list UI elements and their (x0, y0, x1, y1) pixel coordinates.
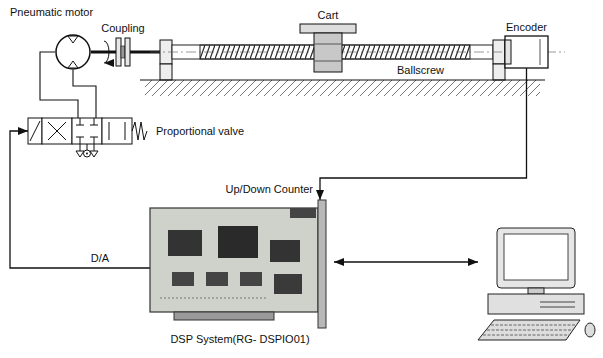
air-line (73, 70, 96, 118)
flow-path (109, 122, 110, 140)
encoder-body (505, 36, 548, 68)
pneumatic-motor-outline (55, 34, 91, 70)
monitor (497, 228, 575, 288)
blocked-port (90, 125, 98, 126)
blocked-port (80, 118, 81, 125)
bearing-post (493, 64, 505, 80)
key-row (491, 325, 576, 326)
cart-nut (314, 33, 342, 72)
flow-path (48, 122, 66, 140)
node-label: Proportional valve (156, 125, 244, 138)
cart-outline (300, 24, 356, 72)
chip (168, 230, 202, 256)
chip (270, 240, 300, 262)
solenoid-arrow (30, 121, 40, 141)
part-label: Coupling (99, 22, 146, 35)
bearing-post (160, 64, 172, 80)
exhaust-symbol (90, 151, 98, 157)
node-label: Cart (318, 9, 339, 22)
chip (172, 272, 194, 286)
cart-plate (300, 24, 356, 33)
header-connector (290, 208, 316, 218)
ground-hatch (145, 80, 540, 96)
valve-spool (42, 118, 72, 144)
dsp-board-outline (150, 200, 330, 330)
signal-label: D/A (89, 252, 111, 265)
motor-body (56, 35, 90, 69)
flow-triangle (68, 61, 78, 68)
ground-line (140, 79, 545, 80)
motor-shaft (91, 51, 116, 54)
monitor-stand (528, 288, 544, 294)
blocked-port (76, 125, 84, 126)
proportional-valve: Proportional valve (28, 118, 148, 144)
computer-case (488, 294, 584, 314)
solenoid (28, 118, 42, 144)
node-label: DSP System(RG- DSPIO01) (170, 333, 309, 346)
cart-detail (314, 61, 342, 62)
signal-line (320, 68, 527, 200)
monitor-screen (504, 234, 568, 280)
bracket (318, 200, 326, 328)
blocked-port (94, 137, 95, 144)
drive-slot (540, 307, 575, 308)
flow-path (48, 122, 66, 140)
node-label: Encoder (506, 21, 547, 34)
blocked-port (90, 137, 98, 138)
node-label: Pneumatic motor (10, 6, 93, 19)
rotation-arrow (104, 41, 109, 63)
keyboard (478, 320, 580, 340)
valve-spool (72, 118, 102, 144)
cart-detail (314, 44, 342, 45)
signal-label: Up/Down Counter (224, 183, 315, 196)
signal-line (10, 131, 150, 268)
blocked-port (80, 137, 81, 144)
chip (206, 272, 228, 286)
encoder-detail (540, 39, 541, 65)
spring (132, 122, 147, 140)
serial-link (334, 261, 478, 262)
part-label: Ballscrew (395, 64, 446, 77)
proportional-valve-outline (28, 118, 148, 144)
blocked-port (94, 118, 95, 125)
mouse (585, 323, 595, 337)
exhaust-symbol (76, 151, 84, 157)
coupling-flange (125, 38, 130, 66)
chip (274, 274, 302, 294)
chip (218, 226, 258, 258)
pcb (150, 208, 318, 312)
pneumatic-motor: Pneumatic motor (55, 34, 91, 70)
exhaust-port (94, 144, 95, 151)
flow-path (125, 122, 126, 140)
encoder-outline (505, 36, 548, 68)
valve-spool (102, 118, 132, 144)
drive-slot (540, 302, 575, 303)
supply-dot (86, 153, 88, 155)
supply-port (87, 144, 88, 150)
blocked-port (76, 137, 84, 138)
encoder-flange (505, 40, 511, 64)
encoder: Encoder (505, 36, 548, 68)
coupling-flange (116, 38, 121, 66)
cart: Cart (300, 24, 356, 72)
key-row (483, 335, 569, 336)
trace (160, 298, 268, 299)
edge-fingers (174, 312, 274, 320)
exhaust-port (80, 144, 81, 151)
chip (240, 272, 262, 286)
dsp-board: DSP System(RG- DSPIO01) (150, 200, 330, 330)
center-line (150, 52, 565, 53)
flow-triangle (68, 36, 78, 43)
key-row (487, 330, 573, 331)
coupling-hub (121, 46, 125, 58)
